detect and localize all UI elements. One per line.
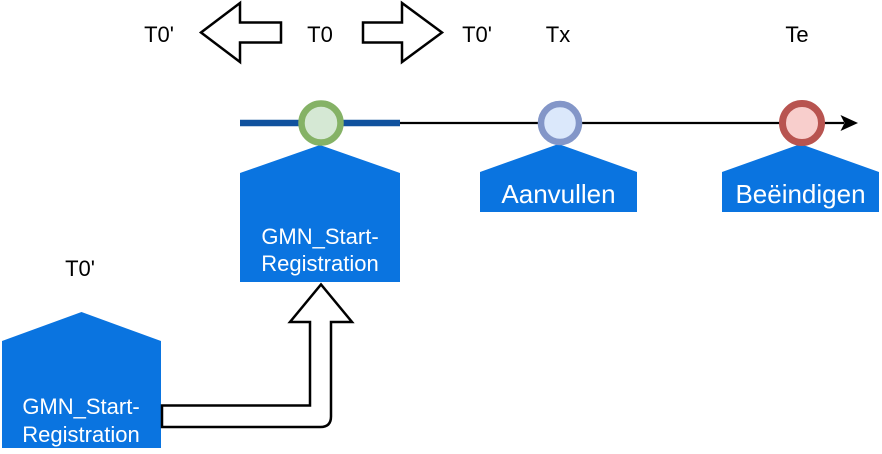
milestone-circle-blue <box>537 100 583 146</box>
time-label-t0: T0 <box>307 22 333 47</box>
time-label-t0-prime-left: T0' <box>144 22 174 47</box>
block-arrow-left-icon <box>198 0 283 65</box>
time-label-t0-prime-bottom: T0' <box>65 256 95 281</box>
pentagon-start-registration <box>240 145 400 282</box>
node-label-start-registration: GMN_Start- Registration <box>240 223 400 277</box>
node-label-aanvullen: Aanvullen <box>501 179 616 209</box>
time-label-t0-prime-right: T0' <box>462 22 492 47</box>
time-label-tx: Tx <box>545 22 571 47</box>
block-arrow-right-icon <box>361 0 445 65</box>
timeline-arrowhead-icon <box>840 115 858 131</box>
node-label-start-registration-initial: GMN_Start- Registration <box>1 393 161 449</box>
node-label-start-registration-line2: Registration <box>261 251 379 276</box>
node-label-beeindigen: Beëindigen <box>735 179 866 209</box>
node-label-start-registration-initial-line2: Registration <box>22 422 140 447</box>
node-label-start-registration-initial-line1: GMN_Start- <box>22 394 140 419</box>
milestone-circle-red <box>779 100 825 146</box>
time-label-te: Te <box>785 22 809 47</box>
milestone-circle-green <box>298 100 344 146</box>
pentagon-aanvullen <box>480 144 637 212</box>
node-label-start-registration-line1: GMN_Start- <box>261 224 379 249</box>
bent-arrow-connector <box>160 282 355 429</box>
pentagon-beeindigen <box>722 144 879 212</box>
pentagon-start-registration-initial <box>2 312 161 448</box>
